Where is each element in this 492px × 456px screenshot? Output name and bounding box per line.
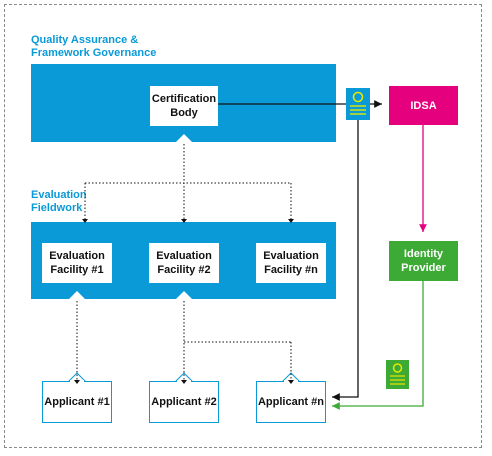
certification-body-box: Certification Body xyxy=(150,86,218,126)
applicant-n-box: Applicant #n xyxy=(256,381,326,423)
applicant-2-box: Applicant #2 xyxy=(149,381,219,423)
qa-governance-label: Quality Assurance & Framework Governance xyxy=(31,34,157,59)
certificate-icon xyxy=(346,88,370,120)
evaluation-fieldwork-label: Evaluation Fieldwork xyxy=(31,189,87,214)
band-notches xyxy=(69,134,299,299)
identity-provider-to-applicant-arrow xyxy=(332,281,424,410)
applicant-notches xyxy=(67,372,301,382)
certificate-document-icon xyxy=(386,360,409,389)
applicant-1-box: Applicant #1 xyxy=(42,381,112,423)
dotted-arrowheads xyxy=(74,219,294,384)
idsa-box: IDSA xyxy=(389,86,458,125)
evaluation-facility-n-box: Evaluation Facility #n xyxy=(256,243,326,283)
evaluation-facility-2-box: Evaluation Facility #2 xyxy=(149,243,219,283)
dotted-connectors xyxy=(76,144,292,380)
diagram-frame xyxy=(4,4,482,448)
certificate-to-applicant-arrow xyxy=(332,120,359,401)
evaluation-facility-1-box: Evaluation Facility #1 xyxy=(42,243,112,283)
identity-provider-box: Identity Provider xyxy=(389,241,458,281)
